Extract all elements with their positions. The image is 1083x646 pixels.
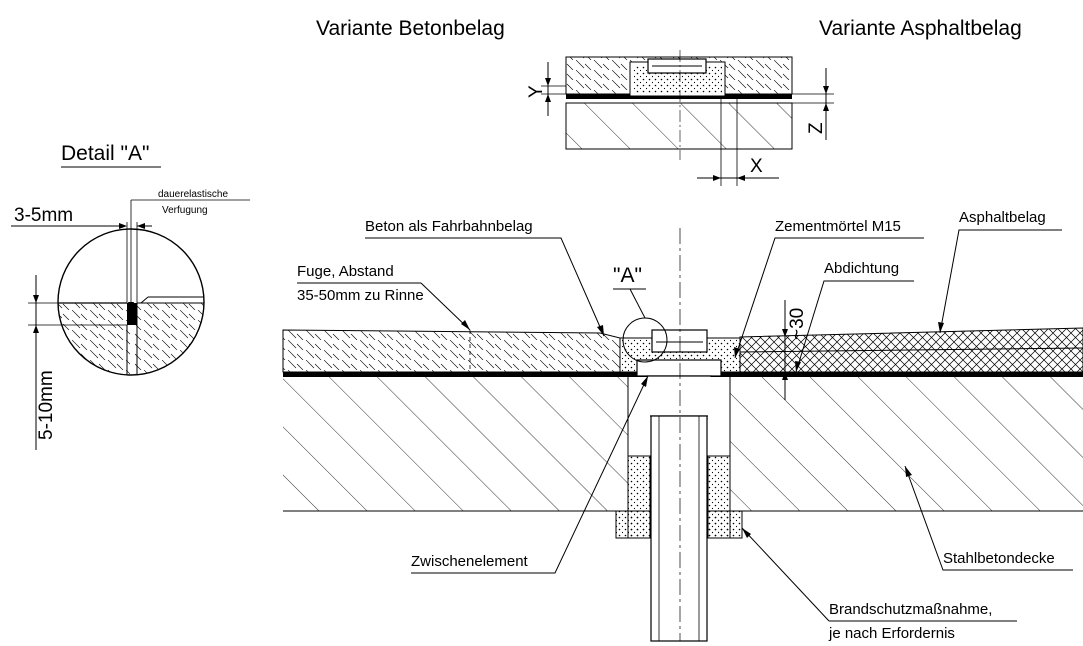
dimension-z: Z (806, 122, 827, 134)
annotations: Beton als Fahrbahnbelag Zementmörtel M15… (297, 209, 1073, 642)
small-variant-section: Y Z X (526, 50, 834, 186)
detail-note-line1: dauerelastische (158, 189, 228, 200)
dimension-y: Y (526, 85, 547, 98)
label-mortar: Zementmörtel M15 (775, 218, 901, 235)
title-variant-asphalt: Variante Asphaltbelag (819, 17, 1022, 40)
title-detail: Detail "A" (61, 142, 149, 165)
label-intermediate: Zwischenelement (411, 553, 529, 570)
label-slab: Stahlbetondecke (943, 550, 1055, 567)
label-concrete-surface: Beton als Fahrbahnbelag (365, 218, 533, 235)
label-asphalt: Asphaltbelag (959, 209, 1046, 226)
label-fire-line1: Brandschutzmaßnahme, (829, 601, 992, 618)
label-fire-line2: je nach Erfordernis (828, 625, 955, 642)
label-joint-line1: Fuge, Abstand (297, 263, 394, 280)
label-sealing: Abdichtung (824, 260, 899, 277)
label-thickness: ~30 (787, 308, 808, 340)
dimension-x: X (750, 156, 763, 177)
label-detail-ref: "A" (613, 264, 642, 287)
label-joint-line2: 35-50mm zu Rinne (297, 287, 424, 304)
detail-a-view: 3-5mm dauerelastische Verfugung 5-10mm (11, 189, 250, 450)
main-section (282, 228, 1083, 642)
detail-depth-dimension: 5-10mm (36, 370, 57, 440)
detail-gap-dimension: 3-5mm (14, 205, 73, 226)
title-variant-concrete: Variante Betonbelag (316, 17, 505, 40)
detail-note-line2: Verfugung (162, 205, 208, 216)
